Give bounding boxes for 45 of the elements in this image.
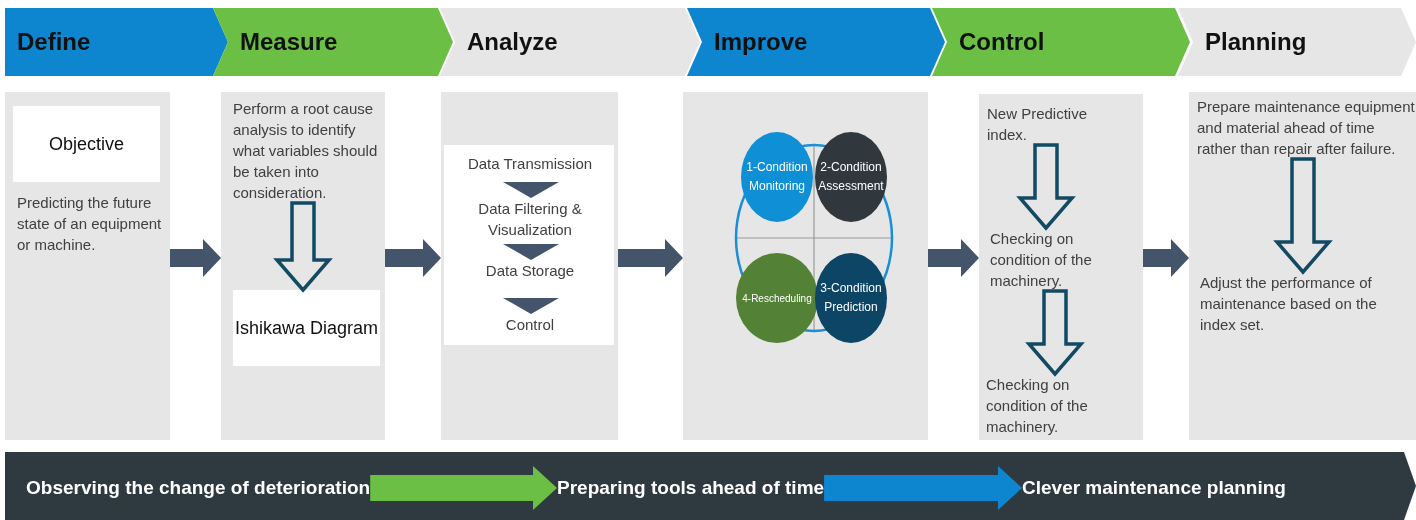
description-text: New Predictive index. [987, 103, 1127, 145]
summary-text: Preparing tools ahead of time [557, 476, 825, 500]
list-item-text: Data Storage [465, 260, 595, 281]
list-item-text: Control [465, 314, 595, 335]
block-arrow [385, 239, 441, 277]
description-text: Checking on condition of the machinery. [990, 228, 1130, 291]
description-text: Checking on condition of the machinery. [986, 374, 1126, 437]
block-arrow [824, 466, 1022, 510]
list-card [444, 145, 614, 345]
stage-circle: 4-Rescheduling [736, 253, 818, 343]
hollow-arrow [1025, 289, 1085, 377]
step-panel [5, 92, 170, 440]
hollow-arrow [1273, 157, 1333, 275]
block-arrow [928, 239, 979, 277]
stage-circle: 3-Condition Prediction [815, 253, 887, 343]
step-header-banner: Define [5, 8, 228, 76]
summary-text: Observing the change of deterioration [26, 476, 371, 500]
description-text: Adjust the performance of maintenance based on the index set. [1200, 272, 1400, 335]
step-panel [979, 94, 1143, 440]
block-arrow [170, 239, 221, 277]
step-panel [1189, 92, 1416, 440]
description-text: Prepare maintenance equipment and material ahead of time rather than repair after failure. [1197, 96, 1416, 159]
step-panel [221, 92, 385, 440]
stage-circle: 1-Condition Monitoring [741, 132, 813, 222]
hollow-arrow [273, 201, 333, 293]
step-header-banner: Analyze [440, 8, 700, 76]
step-header-banner: Improve [687, 8, 945, 76]
step-header-banner: Control [932, 8, 1190, 76]
summary-text: Clever maintenance planning [1022, 476, 1286, 500]
text-box: Ishikawa Diagram [233, 290, 380, 366]
block-arrow [370, 466, 557, 510]
list-item-text: Data Filtering & Visualization [465, 198, 595, 240]
block-arrow [618, 239, 683, 277]
step-header-banner: Measure [213, 8, 453, 76]
stage-circle: 2-Condition Assessment [815, 132, 887, 222]
summary-band [5, 452, 1416, 520]
step-header-banner: Planning [1178, 8, 1416, 76]
step-panel [441, 92, 618, 440]
list-item-text: Data Transmission [465, 153, 595, 174]
block-arrow [1143, 239, 1189, 277]
text-box: Objective [13, 106, 160, 182]
description-text: Predicting the future state of an equipment or machine. [17, 192, 167, 255]
hollow-arrow [1016, 143, 1076, 231]
description-text: Perform a root cause analysis to identify what variables should be taken into consideration. [233, 98, 381, 203]
step-panel [683, 92, 928, 440]
